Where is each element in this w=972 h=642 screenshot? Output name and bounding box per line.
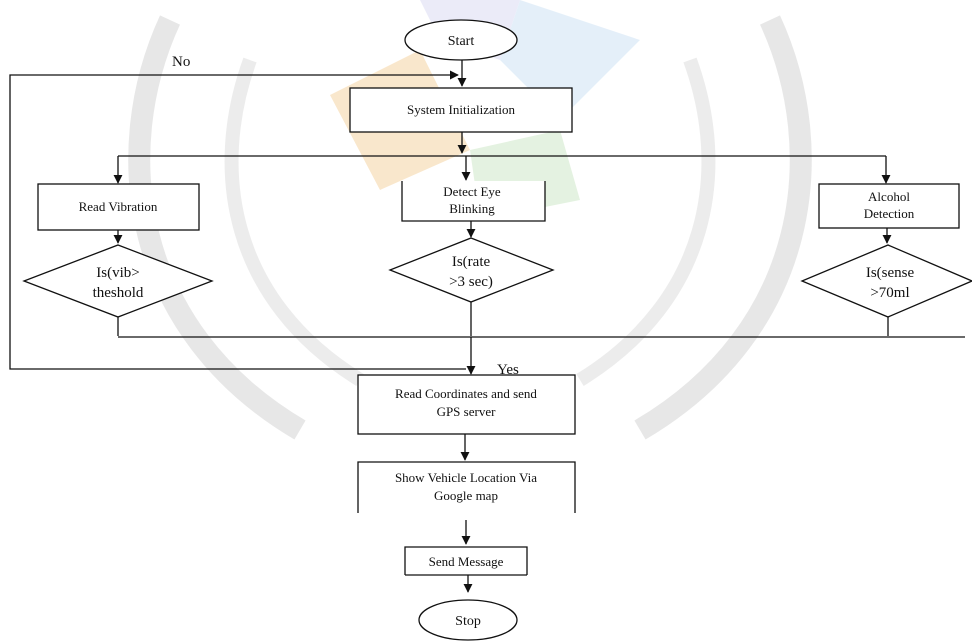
edge-no-loop — [9, 70, 466, 370]
eye-box — [401, 181, 546, 222]
location-label-line2: Google map — [434, 488, 498, 503]
watermark-laurel-right-inner — [576, 57, 716, 386]
init-box — [349, 87, 573, 133]
vibration-decision-line2: theshold — [93, 285, 144, 301]
init-process: System Initialization — [349, 87, 573, 133]
stop-ellipse — [418, 599, 518, 641]
vibration-decision-line1: Is(vib> — [96, 265, 139, 281]
stop-label: Stop — [455, 614, 481, 629]
edge-label-no: No — [172, 54, 190, 70]
start-terminal: Start — [404, 19, 518, 61]
location-box — [357, 461, 576, 513]
watermark-laurel-left — [128, 15, 306, 440]
edge-label-yes: Yes — [497, 362, 519, 378]
alcohol-label-line2: Detection — [864, 206, 915, 221]
coords-box — [357, 374, 576, 435]
vibration-process: Read Vibration — [37, 183, 200, 231]
eye-diamond — [388, 237, 555, 303]
coords-label-line1: Read Coordinates and send — [395, 386, 537, 401]
start-label: Start — [448, 34, 475, 49]
coords-label-line2: GPS server — [437, 404, 497, 419]
location-process: Show Vehicle Location Via Google map — [357, 461, 576, 513]
location-label-line1: Show Vehicle Location Via — [395, 470, 537, 485]
vibration-decision: Is(vib> theshold — [22, 244, 214, 318]
alcohol-box — [818, 183, 960, 229]
alcohol-decision-line2: >70ml — [870, 285, 909, 301]
stop-terminal: Stop — [418, 599, 518, 641]
watermark-laurel-right — [634, 15, 812, 440]
message-box — [404, 546, 528, 575]
connectors — [9, 60, 965, 593]
watermark — [128, 0, 812, 440]
alcohol-process: Alcohol Detection — [818, 183, 960, 229]
alcohol-decision: Is(sense >70ml — [800, 244, 972, 318]
alcohol-diamond — [800, 244, 972, 318]
eye-decision: Is(rate >3 sec) — [388, 237, 555, 303]
eye-decision-line1: Is(rate — [452, 254, 491, 270]
vibration-diamond — [22, 244, 214, 318]
init-label: System Initialization — [407, 102, 515, 117]
start-ellipse — [404, 19, 518, 61]
eye-label-line1: Detect Eye — [443, 184, 501, 199]
watermark-laurel-left-inner — [224, 57, 364, 386]
vibration-box — [37, 183, 200, 231]
eye-decision-line2: >3 sec) — [449, 274, 493, 290]
vibration-label: Read Vibration — [79, 199, 158, 214]
alcohol-decision-line1: Is(sense — [866, 265, 915, 281]
message-label: Send Message — [429, 554, 504, 569]
coords-process: Read Coordinates and send GPS server — [357, 374, 576, 435]
message-process: Send Message — [404, 546, 528, 576]
alcohol-label-line1: Alcohol — [868, 189, 910, 204]
eye-process: Detect Eye Blinking — [401, 181, 546, 222]
eye-label-line2: Blinking — [449, 201, 495, 216]
